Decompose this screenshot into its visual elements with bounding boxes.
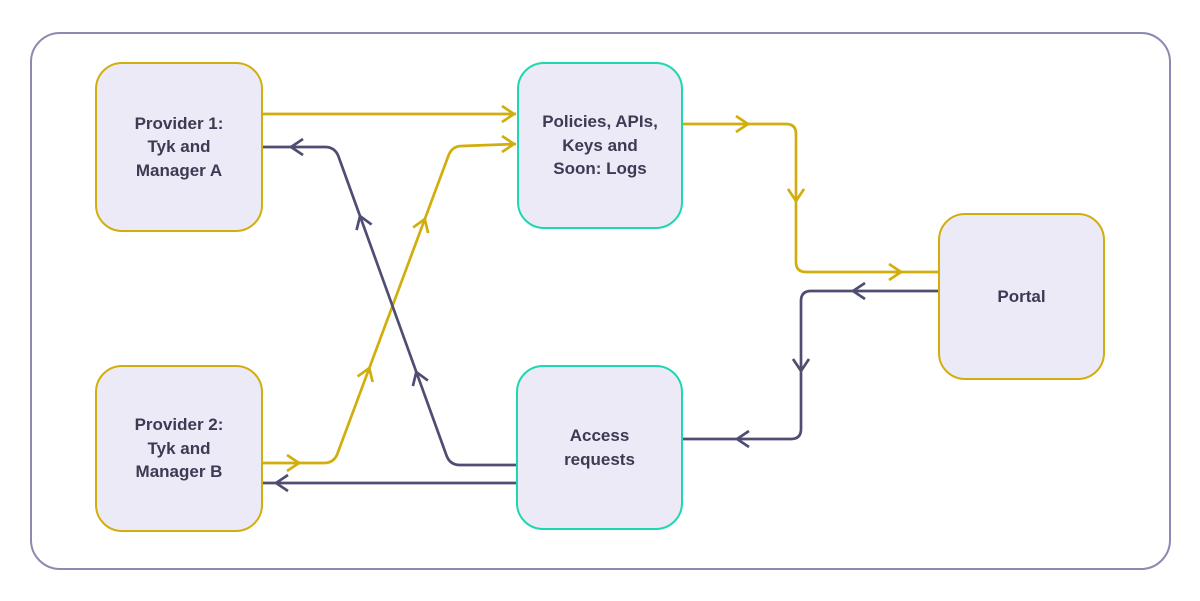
node-provider-2: Provider 2: Tyk and Manager B — [95, 365, 263, 532]
arrowhead-icon — [286, 453, 302, 473]
arrowhead-icon — [735, 114, 751, 134]
arrowhead-icon — [412, 216, 430, 234]
node-policies-apis-keys-logs: Policies, APIs, Keys and Soon: Logs — [517, 62, 683, 229]
arrowhead-icon — [288, 137, 304, 157]
arrowhead-icon — [501, 104, 517, 124]
arrowhead-icon — [501, 134, 517, 154]
node-access-requests-label: Access requests — [564, 426, 635, 469]
arrowhead-icon — [355, 213, 373, 231]
arrowhead-icon — [888, 262, 904, 282]
arrowhead-icon — [850, 281, 866, 301]
node-portal: Portal — [938, 213, 1105, 380]
node-policies-label: Policies, APIs, Keys and Soon: Logs — [542, 112, 658, 179]
node-provider-1-label: Provider 1: Tyk and Manager A — [134, 113, 224, 180]
arrowhead-icon — [734, 429, 750, 449]
arrowhead-icon — [356, 365, 374, 383]
arrowhead-icon — [791, 358, 811, 374]
arrowhead-icon — [411, 369, 429, 387]
edge-portal-access — [683, 289, 938, 441]
node-provider-1: Provider 1: Tyk and Manager A — [95, 62, 263, 232]
node-provider-2-label: Provider 2: Tyk and Manager B — [134, 415, 224, 482]
arrowhead-icon — [786, 188, 806, 204]
edge-policies-portal — [683, 122, 938, 274]
edge-provider2-policies — [263, 142, 517, 465]
arrowhead-icon — [273, 473, 289, 493]
edge-access-provider1 — [263, 145, 516, 467]
node-portal-label: Portal — [997, 286, 1046, 306]
node-access-requests: Access requests — [516, 365, 683, 530]
diagram-outer-frame — [30, 32, 1171, 570]
